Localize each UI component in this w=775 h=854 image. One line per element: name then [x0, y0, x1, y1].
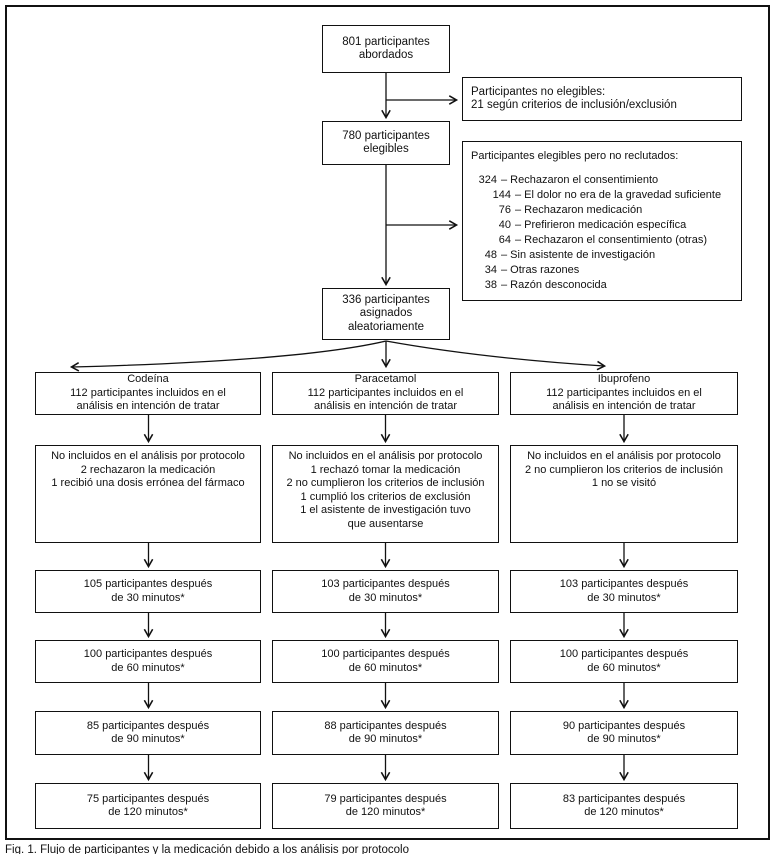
codeine-protocol-box: No incluidos en el análisis por protocol…: [35, 445, 261, 543]
not-recruited-item: 38– Razón desconocida: [484, 279, 607, 291]
ibuprofen-protocol-box: No incluidos en el análisis por protocol…: [510, 445, 738, 543]
box-not-eligible: Participantes no elegibles:21 según crit…: [462, 77, 742, 121]
not-recruited-list: 324– Rechazaron el consentimiento 144– E…: [471, 173, 733, 293]
not-recruited-item: 144– El dolor no era de la gravedad sufi…: [492, 189, 722, 201]
not-recruited-item: 76– Rechazaron medicación: [498, 204, 643, 216]
paracetamol-protocol-box: No incluidos en el análisis por protocol…: [272, 445, 499, 543]
not-recruited-item: 324– Rechazaron el consentimiento: [478, 174, 659, 186]
not-recruited-item: 40– Prefirieron medicación específica: [498, 219, 687, 231]
box-not-recruited: Participantes elegibles pero no reclutad…: [462, 141, 742, 301]
figure-frame: [5, 5, 770, 840]
figure-caption: Fig. 1. Flujo de participantes y la medi…: [5, 844, 409, 854]
not-recruited-item: 48– Sin asistente de investigación: [484, 249, 656, 261]
not-recruited-item: 64– Rechazaron el consentimiento (otras): [498, 234, 707, 246]
not-recruited-title: Participantes elegibles pero no reclutad…: [471, 150, 679, 162]
not-recruited-item: 34– Otras razones: [484, 264, 580, 276]
